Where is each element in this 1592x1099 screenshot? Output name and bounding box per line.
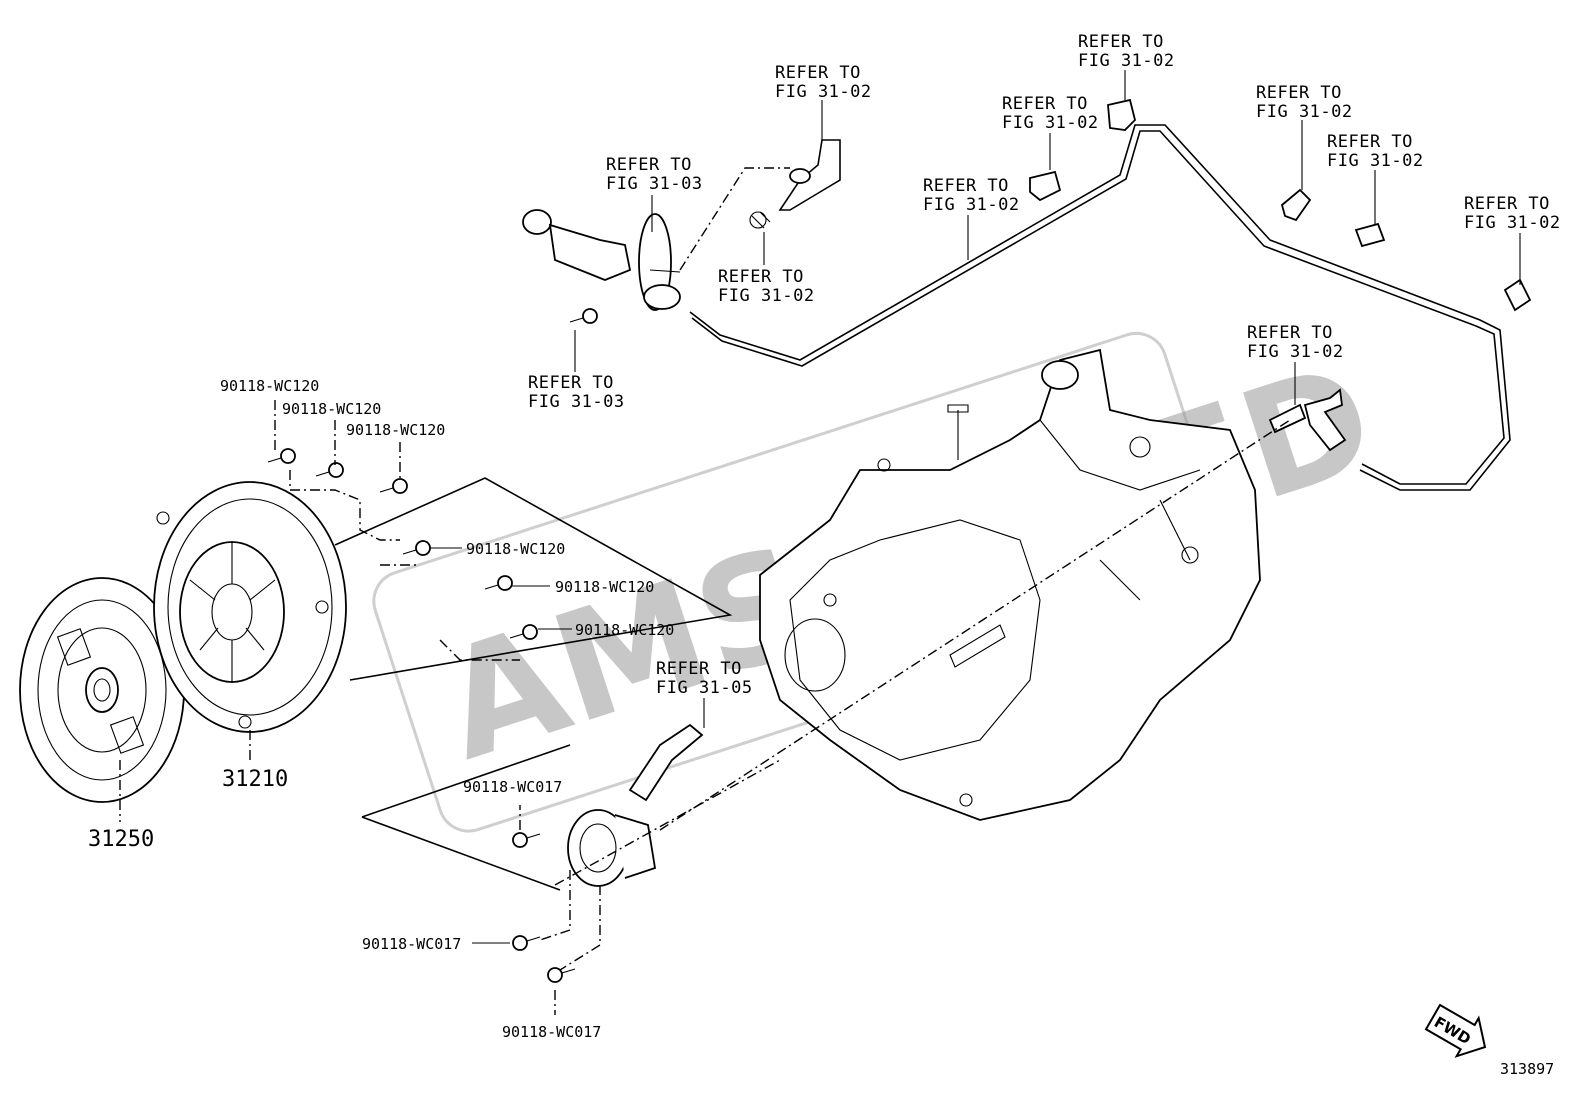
clip-2 [1029,170,1062,202]
refer-line1: REFER TO [1247,323,1333,343]
refer-line2: FIG 31-05 [656,678,753,698]
bolt-group-release [512,832,576,983]
refer-label-tube: REFER TO FIG 31-02 [1247,323,1344,362]
part-label-clutch-disc: 31250 [88,827,154,852]
refer-label-clip-4: REFER TO FIG 31-02 [1327,132,1424,171]
refer-line2: FIG 31-03 [606,174,703,194]
part-label-bolt-9: 90118-WC017 [502,1023,601,1041]
refer-line2: FIG 31-02 [775,82,872,102]
refer-label-hose: REFER TO FIG 31-02 [775,63,872,102]
refer-line2: FIG 31-02 [923,195,1020,215]
refer-line1: REFER TO [1002,94,1088,114]
refer-line2: FIG 31-02 [1002,113,1099,133]
refer-line1: REFER TO [1327,132,1413,152]
refer-line2: FIG 31-02 [1464,213,1561,233]
refer-line2: FIG 31-02 [1247,342,1344,362]
clutch-line-pipe [689,124,1511,491]
refer-line2: FIG 31-02 [1078,51,1175,71]
bolt-group-cover [267,308,598,640]
refer-line2: FIG 31-02 [1256,102,1353,122]
part-label-clutch-cover: 31210 [222,767,288,792]
fwd-arrow-icon: FWD [1424,1003,1487,1058]
part-label-bolt-5: 90118-WC120 [555,578,654,596]
refer-label-clip-2: REFER TO FIG 31-02 [1002,94,1099,133]
refer-label-master-cyl: REFER TO FIG 31-03 [606,155,703,194]
refer-line1: REFER TO [923,176,1009,196]
refer-label-clip-5: REFER TO FIG 31-02 [1464,194,1561,233]
release-bearing [567,723,704,887]
refer-line2: FIG 31-02 [1327,151,1424,171]
leader-lines [430,70,1521,944]
figure-id: 313897 [1500,1060,1554,1078]
clutch-hose [749,139,841,229]
transmission-case [759,348,1261,821]
refer-line1: REFER TO [1464,194,1550,214]
refer-label-pipe: REFER TO FIG 31-02 [923,176,1020,215]
assembly-outlines [119,167,1291,1015]
clutch-master-cylinder [522,209,681,311]
refer-line1: REFER TO [606,155,692,175]
refer-label-clip-3: REFER TO FIG 31-02 [1256,83,1353,122]
refer-line2: FIG 31-02 [718,286,815,306]
clip-1 [1107,98,1136,131]
refer-line1: REFER TO [718,267,804,287]
refer-line1: REFER TO [528,373,614,393]
refer-label-hose-clip: REFER TO FIG 31-02 [718,267,815,306]
clutch-tube [1268,388,1347,452]
refer-line1: REFER TO [775,63,861,83]
clip-3 [1280,188,1312,222]
part-label-bolt-1: 90118-WC120 [220,377,319,395]
clutch-disc [19,577,185,803]
part-label-bolt-4: 90118-WC120 [466,540,565,558]
refer-label-clip-1: REFER TO FIG 31-02 [1078,32,1175,71]
refer-line1: REFER TO [656,659,742,679]
clip-5 [1503,278,1532,312]
part-label-bolt-3: 90118-WC120 [346,421,445,439]
part-label-bolt-2: 90118-WC120 [282,400,381,418]
clip-4 [1354,222,1386,248]
clutch-cover [153,481,347,733]
refer-label-release: REFER TO FIG 31-05 [656,659,753,698]
refer-label-bolt: REFER TO FIG 31-03 [528,373,625,412]
part-label-bolt-8: 90118-WC017 [362,935,461,953]
part-label-bolt-6: 90118-WC120 [575,621,674,639]
refer-line2: FIG 31-03 [528,392,625,412]
refer-line1: REFER TO [1078,32,1164,52]
part-label-bolt-7: 90118-WC017 [463,778,562,796]
refer-line1: REFER TO [1256,83,1342,103]
